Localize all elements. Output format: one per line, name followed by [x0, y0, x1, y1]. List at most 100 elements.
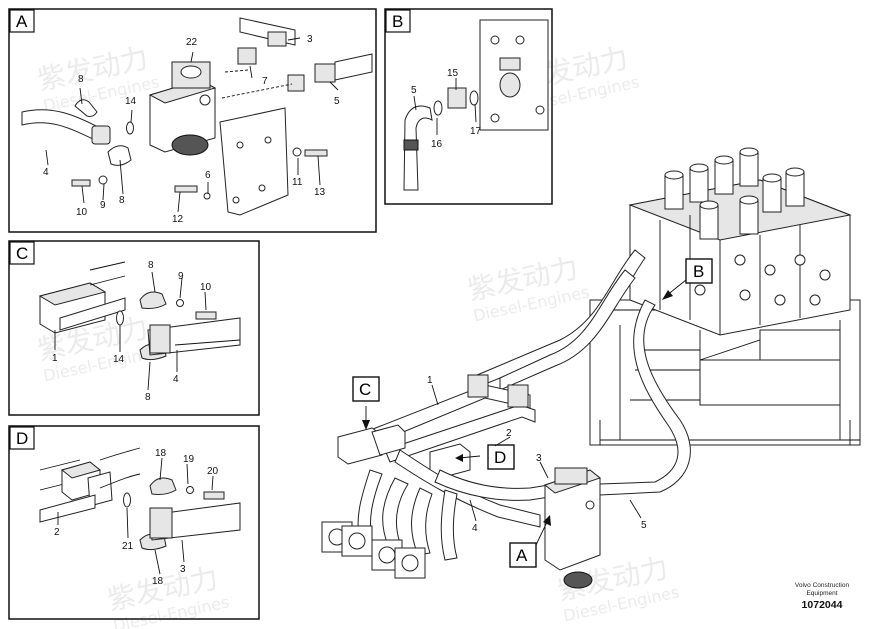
footer-company-line2: Equipment [806, 590, 837, 597]
plate-hole [232, 196, 240, 204]
tube-2-front [99, 447, 141, 489]
valve-fitting [764, 264, 776, 276]
arrow-a [543, 515, 551, 526]
frame-block [759, 329, 841, 361]
main-label-5: 5 [641, 520, 647, 531]
label-14: 14 [125, 96, 137, 107]
leader-lines-d [57, 457, 214, 575]
block-c-flange [371, 424, 406, 456]
label-5b: 5 [411, 85, 417, 96]
adapter-7 [237, 47, 257, 65]
solenoid-cap [785, 167, 805, 177]
main-label-3: 3 [536, 453, 542, 464]
label-8b: 8 [119, 195, 125, 206]
washer-11 [292, 147, 302, 157]
bolt-10 [71, 179, 91, 187]
valve-port-side [199, 94, 211, 106]
drawing-number: 1072044 [802, 599, 843, 611]
label-8-c2: 8 [145, 392, 151, 403]
plate-hole [264, 136, 272, 144]
label-18-d: 18 [155, 448, 167, 459]
solenoid-cap [739, 195, 759, 205]
solenoid-cap [762, 173, 782, 183]
label-8: 8 [78, 74, 84, 85]
lower-hose-4 [440, 489, 458, 561]
o-ring-21 [123, 492, 131, 508]
valve-fitting [734, 254, 746, 266]
washer-19 [186, 486, 194, 494]
arrow-d [455, 454, 463, 462]
valve-bolt [490, 35, 500, 45]
solenoid [739, 199, 759, 235]
callout-leaders [365, 279, 687, 546]
valve-solenoid [171, 134, 209, 156]
label-9-c: 9 [178, 271, 184, 282]
panel-d: D 18 19 20 2 21 3 18 [8, 425, 260, 620]
solenoid [739, 151, 759, 187]
block-c-main [337, 427, 383, 465]
adapter-7b [287, 74, 305, 92]
label-7: 7 [262, 76, 268, 87]
callout-b-box [685, 258, 713, 284]
solenoid-cap [739, 147, 759, 157]
o-ring-17 [469, 90, 479, 106]
hose-fitting-d [149, 507, 173, 539]
tube-clamp [507, 384, 529, 408]
hose-fitting-c [149, 324, 171, 354]
label-20-d: 20 [207, 466, 219, 477]
solenoid-cap [714, 155, 734, 165]
hose-5-b [403, 105, 433, 191]
main-label-4: 4 [472, 523, 478, 534]
washer-6 [203, 192, 211, 200]
hose-line [174, 339, 241, 346]
callout-b: B [693, 262, 704, 281]
flange-half-8-top [74, 99, 98, 117]
label-22: 22 [186, 37, 198, 48]
label-3: 3 [307, 34, 313, 45]
leader-lines [45, 37, 339, 213]
valve-bolt [535, 105, 545, 115]
solenoid-cap [664, 170, 684, 180]
fitting-3 [267, 31, 287, 47]
callout-c-box [352, 376, 380, 402]
callout-d: D [494, 448, 506, 467]
label-18-d2: 18 [152, 576, 164, 587]
valve-bolt [515, 35, 525, 45]
solenoid-cap [699, 200, 719, 210]
footer-company-line1: Volvo Construction [795, 582, 850, 589]
lower-flange-blocks [321, 521, 426, 579]
valve-fitting [694, 284, 706, 296]
solenoid [664, 174, 684, 210]
arrow-c [362, 420, 370, 430]
panel-a-letter: A [16, 12, 28, 31]
o-ring-14-c [116, 310, 124, 326]
adapter-15 [447, 87, 467, 109]
solenoid [689, 167, 709, 203]
hose-4-c [147, 317, 241, 356]
valve-block-solenoid [563, 571, 593, 589]
hose-sleeve [403, 139, 419, 151]
flange-half-18 [149, 477, 177, 495]
panel-c-tag [9, 241, 35, 265]
bolt-20 [203, 491, 225, 500]
label-9: 9 [100, 200, 106, 211]
panel-a-frame [8, 8, 377, 233]
valve-port-b [499, 72, 521, 98]
valve-fitting [809, 294, 821, 306]
valve-fittings [694, 254, 831, 306]
bolt-12 [174, 185, 198, 193]
mounting-plate [219, 107, 289, 216]
valve-block-port [585, 500, 595, 510]
solenoid [785, 171, 805, 207]
solenoid-stack [664, 147, 805, 240]
label-5: 5 [334, 96, 340, 107]
arrow-b [662, 290, 673, 300]
panel-b-frame [384, 8, 553, 205]
bolt-13 [304, 149, 328, 157]
label-3-d: 3 [180, 564, 186, 575]
label-19-d: 19 [183, 454, 195, 465]
panel-d-letter: D [16, 429, 28, 448]
flange-half-8-bottom [107, 145, 132, 166]
label-4: 4 [43, 167, 49, 178]
label-15: 15 [447, 68, 459, 79]
